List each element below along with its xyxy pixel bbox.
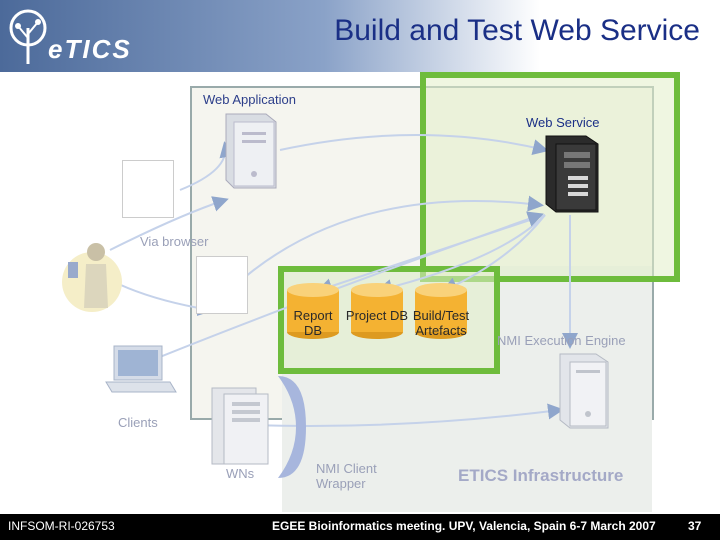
web-application-server-icon [225, 113, 277, 189]
build-test-artefacts-label: Build/Test Artefacts [412, 308, 470, 338]
nmi-execution-engine-label: NMI Execution Engine [497, 333, 626, 348]
tree-logo-icon [9, 9, 47, 64]
build-test-artefacts-db-icon [415, 283, 467, 339]
project-db-icon [351, 283, 403, 339]
report-db-label: Report DB [293, 308, 333, 338]
clients-label: Clients [118, 415, 158, 430]
browser-window-icon [196, 256, 248, 314]
logo-text: eTICS [48, 34, 132, 64]
web-service-server-icon [545, 135, 599, 213]
worker-nodes-icon [211, 387, 269, 465]
wns-label: WNs [226, 466, 255, 481]
browser-window-icon [122, 160, 174, 218]
etics-infrastructure-label: ETICS Infrastructure [458, 466, 624, 485]
user-icon [62, 243, 122, 312]
footer-bar [0, 514, 720, 540]
page-number: 37 [688, 519, 702, 533]
footer-event: EGEE Bioinformatics meeting. UPV, Valenc… [272, 519, 656, 533]
header-bar [0, 0, 720, 72]
web-application-label: Web Application [203, 92, 296, 107]
project-db-label: Project DB [345, 308, 409, 323]
nmi-client-wrapper-shape [278, 376, 306, 478]
report-db-icon [287, 283, 339, 339]
web-service-label: Web Service [526, 115, 600, 130]
footer-project-id: INFSOM-RI-026753 [8, 519, 115, 533]
nmi-client-wrapper-label: NMI Client Wrapper [316, 461, 377, 491]
nmi-execution-engine-server-icon [559, 353, 609, 429]
page-title: Build and Test Web Service [334, 14, 700, 47]
laptop-icon [105, 345, 177, 393]
via-browser-label: Via browser [140, 234, 209, 249]
